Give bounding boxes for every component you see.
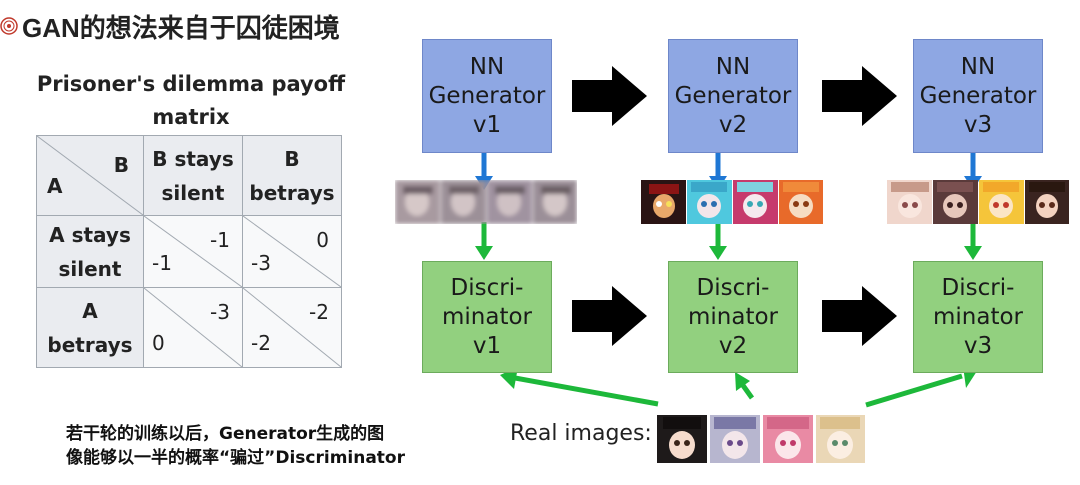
box-line: v1 [472,332,502,359]
black-arrow-disc-2-3 [822,286,897,346]
payoff-b: -3 [210,300,230,324]
slide-title: GAN的想法来自于囚徒困境 [0,8,340,44]
generator-v2: NN Generator v2 [668,39,798,153]
box-line: Generator [674,82,792,109]
box-line: v1 [472,111,502,138]
anime-samples-image [887,180,1069,224]
payoff-cell: -3 0 [143,287,243,368]
discriminator-v1: Discri- minator v1 [422,261,552,373]
caption-line: 像能够以一半的概率“骗过”Discriminator [66,448,405,468]
bottom-caption: 若干轮的训练以后，Generator生成的图 像能够以一半的概率“骗过”Disc… [66,422,405,470]
header-line: silent [161,180,225,205]
payoff-b: -1 [210,228,230,252]
black-arrow-disc-1-2 [572,286,647,346]
corner-col-label: B [113,153,129,177]
samples-gen-v1 [395,180,577,224]
discriminator-v2: Discri- minator v2 [668,261,798,373]
green-arrow-sample-1 [475,222,493,260]
row-header-a-silent: A stays silent [36,215,144,288]
box-line: v2 [718,111,748,138]
box-line: NN [469,53,505,80]
row-header-a-betrays: A betrays [36,287,144,368]
samples-gen-v3 [887,180,1069,224]
box-line: v3 [963,332,993,359]
box-line: v3 [963,111,993,138]
green-arrow-real-to-disc-2 [735,372,755,400]
payoff-a: -3 [251,251,271,275]
header-line: A [82,298,98,323]
caption-line: 若干轮的训练以后，Generator生成的图 [66,424,385,444]
black-arrow-gen-2-3 [822,66,897,126]
discriminator-v3: Discri- minator v3 [913,261,1043,373]
header-line: B [284,146,300,171]
university-seal-icon [0,17,18,35]
generator-v1: NN Generator v1 [422,39,552,153]
payoff-cell: 0 -3 [242,215,342,288]
box-line: minator [441,303,532,330]
corner-row-label: A [47,174,63,198]
header-line: betrays [249,180,335,205]
col-header-b-betrays: B betrays [242,135,342,216]
anime-samples-image [641,180,823,224]
payoff-cell: -1 -1 [143,215,243,288]
real-anime-images [657,415,865,463]
payoff-cell: -2 -2 [242,287,342,368]
real-images-strip [657,415,865,463]
header-line: B stays [152,146,234,171]
box-line: Discri- [696,274,770,301]
samples-gen-v2 [641,180,823,224]
generator-v3: NN Generator v3 [913,39,1043,153]
corner-cell: B A [36,135,144,216]
page-title: GAN的想法来自于囚徒困境 [22,12,340,43]
box-line: Generator [428,82,546,109]
box-line: NN [715,53,751,80]
green-arrow-sample-3 [964,222,982,260]
box-line: Generator [919,82,1037,109]
box-line: Discri- [941,274,1015,301]
black-arrow-gen-1-2 [572,66,647,126]
real-images-label: Real images: [510,421,652,446]
green-arrow-sample-2 [709,222,727,260]
table-caption: Prisoner's dilemma payoff matrix [30,68,352,134]
payoff-matrix: B A B stays silent B betrays A stays sil… [36,135,342,368]
table-caption-line: matrix [152,105,230,129]
box-line: Discri- [450,274,524,301]
payoff-a: -1 [152,251,172,275]
box-line: minator [932,303,1023,330]
box-line: v2 [718,332,748,359]
payoff-b: -2 [309,300,329,324]
box-line: NN [960,53,996,80]
box-line: minator [687,303,778,330]
header-line: A stays [49,222,131,247]
header-line: betrays [47,332,133,357]
header-line: silent [58,256,122,281]
payoff-a: -2 [251,331,271,355]
payoff-b: 0 [316,228,329,252]
blurry-samples-image [395,180,577,224]
table-caption-line: Prisoner's dilemma payoff [36,72,346,96]
payoff-a: 0 [152,331,165,355]
